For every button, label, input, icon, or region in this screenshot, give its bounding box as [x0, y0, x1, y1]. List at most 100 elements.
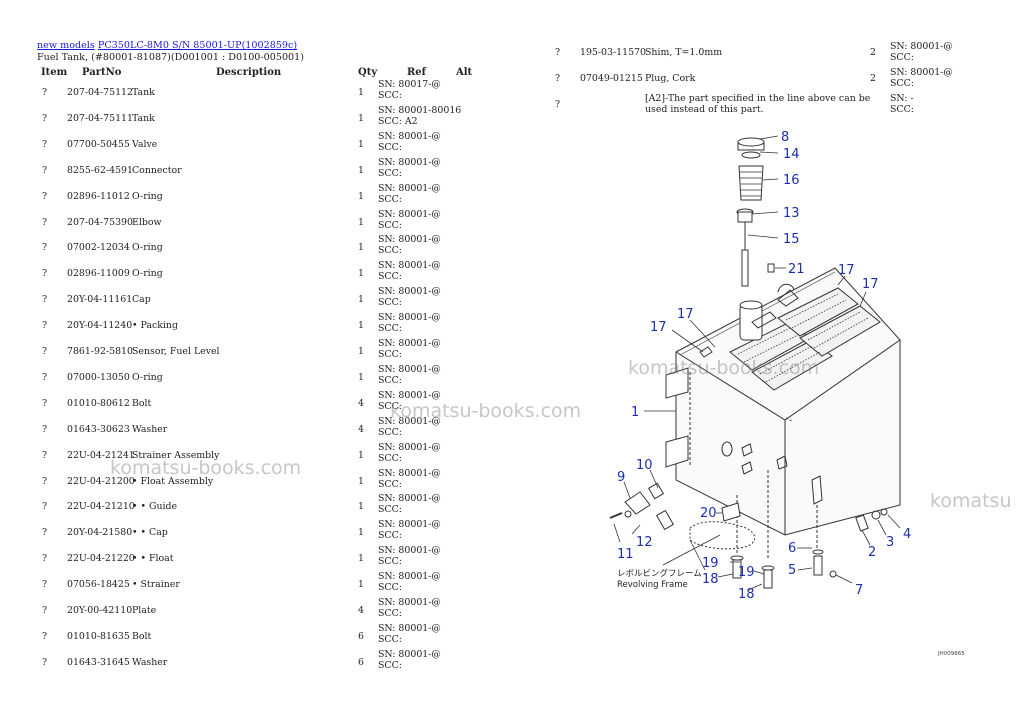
row-ref-scc: SCC:	[378, 633, 402, 645]
row-qty: 1	[358, 553, 364, 565]
diagram-caption-jp: レボルビングフレーム	[617, 568, 702, 579]
row-ref-scc: SCC:	[378, 608, 402, 619]
row-description: Elbow	[132, 216, 162, 228]
row-ref-scc: SCC:	[378, 323, 402, 335]
row-partno: 8255-62-4591	[67, 164, 133, 176]
row-ref-sn: SN: 80001-@	[378, 441, 441, 453]
row-item: ?	[42, 242, 48, 254]
callout-17: 17	[677, 307, 694, 322]
row-item: ?	[42, 112, 48, 124]
col-header-item: Item	[41, 67, 68, 78]
row-ref-scc: SCC:	[378, 582, 402, 594]
row-ref-sn: SN: 80001-@	[378, 389, 441, 401]
row-qty: 1	[358, 501, 364, 513]
row-ref-scc: SCC:	[378, 297, 402, 309]
row-item: ?	[555, 99, 561, 110]
row-partno: 01010-81635	[67, 630, 130, 642]
row-item: ?	[42, 320, 48, 332]
row-ref-sn: SN: 80001-@	[378, 156, 441, 168]
row-ref-sn: SN: 80001-80016	[378, 104, 462, 116]
row-ref-sn: SN: 80001-@	[378, 467, 441, 479]
col-header-ref: Ref	[407, 67, 426, 78]
row-description: • • Float	[132, 553, 174, 565]
row-ref-scc: SCC:	[378, 659, 402, 671]
row-ref: SN: 80001-@SCC:	[378, 338, 441, 360]
row-partno: 02896-11009	[67, 268, 130, 280]
row-ref-scc: SCC:	[890, 78, 914, 89]
row-description: • • Cap	[132, 527, 168, 539]
row-ref: SN: 80001-@SCC:	[378, 493, 441, 515]
row-partno: 20Y-04-21580	[67, 527, 133, 539]
row-partno: 07056-18425	[67, 579, 130, 591]
row-item: ?	[42, 449, 48, 461]
row-qty: 1	[358, 579, 364, 591]
row-partno: 7861-92-5810	[67, 346, 133, 357]
row-partno: 02896-11012	[67, 190, 130, 202]
row-description: O-ring	[132, 268, 163, 280]
row-item: ?	[42, 605, 48, 616]
callout-12: 12	[636, 535, 653, 550]
row-ref: SN: 80001-@SCC:	[378, 623, 441, 645]
row-partno: 20Y-00-42110	[67, 605, 133, 616]
row-ref-sn: SN: 80001-@	[378, 622, 441, 634]
row-ref-scc: SCC:	[378, 530, 402, 542]
row-qty: 1	[358, 87, 364, 98]
row-item: ?	[42, 501, 48, 513]
callout-21: 21	[788, 262, 805, 277]
watermark-partial: komatsu	[930, 490, 1012, 512]
col-header-qty: Qty	[358, 67, 378, 78]
row-ref: SN: 80001-@SCC:	[378, 571, 441, 593]
watermark: komatsu-books.com	[110, 457, 302, 479]
row-qty: 4	[358, 605, 364, 616]
row-description: • Float Assembly	[132, 475, 214, 487]
callout-17: 17	[650, 320, 667, 335]
watermark: komatsu-books.com	[390, 400, 582, 422]
row-ref: SN: 80001-@SCC:	[378, 234, 441, 256]
row-description: • Strainer	[132, 579, 180, 591]
row-ref-scc: SCC:	[890, 52, 914, 63]
row-description: Plate	[132, 605, 157, 616]
breadcrumb-link-model[interactable]: PC350LC-8M0 S/N 85001-UP(1002859c)	[97, 40, 298, 51]
row-qty: 2	[870, 47, 876, 58]
callout-3: 3	[886, 535, 894, 550]
row-partno: 20Y-04-11161	[67, 294, 133, 306]
row-qty: 1	[358, 371, 364, 383]
table-row: ? 07049-01215 Plug, Cork 2 SN: 80001-@ S…	[540, 67, 1024, 93]
row-ref-scc: SCC:	[378, 349, 402, 360]
row-item: ?	[42, 268, 48, 280]
callout-13: 13	[783, 206, 800, 221]
row-partno: 22U-04-21210	[67, 501, 135, 513]
row-item: ?	[42, 656, 48, 668]
callout-15: 15	[783, 232, 800, 247]
row-qty: 1	[358, 346, 364, 357]
callout-6: 6	[788, 541, 796, 556]
callout-9: 9	[617, 470, 625, 485]
row-ref-scc: SCC:	[378, 193, 402, 205]
row-item: ?	[42, 294, 48, 306]
row-ref-sn: SN: 80017-@	[378, 79, 441, 90]
row-ref-sn: SN: 80001-@	[378, 597, 441, 608]
row-ref-sn: SN: 80001-@	[378, 260, 441, 272]
row-item: ?	[42, 475, 48, 487]
row-ref-sn: SN: 80001-@	[378, 182, 441, 194]
callout-20: 20	[700, 506, 717, 521]
row-ref: SN: 80001-@SCC:	[378, 183, 441, 205]
table-row: ? 195-03-11570 Shim, T=1.0mm 2 SN: 80001…	[540, 41, 1024, 67]
row-description: Washer	[132, 656, 168, 668]
breadcrumb-link-new-models[interactable]: new models	[37, 40, 95, 51]
row-ref-sn: SN: 80001-@	[378, 545, 441, 557]
row-item: ?	[42, 527, 48, 539]
